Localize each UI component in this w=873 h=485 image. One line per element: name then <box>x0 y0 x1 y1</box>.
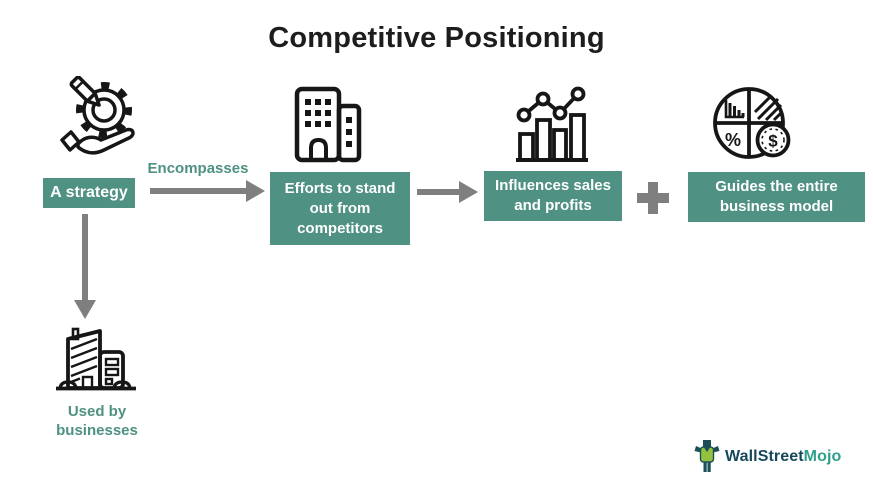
bar-line-chart-icon <box>508 82 596 166</box>
arrow-2-head-icon <box>459 181 478 203</box>
connector-encompasses-label: Encompasses <box>147 160 249 177</box>
office-buildings-icon <box>293 84 363 164</box>
node-a-strategy-label: A strategy <box>50 184 128 201</box>
node-efforts-label: Efforts to stand out from competitors <box>284 179 396 237</box>
hand-gear-pencil-icon <box>52 76 140 168</box>
svg-text:$: $ <box>768 132 778 151</box>
node-guides-label: Guides the entire business model <box>715 178 838 215</box>
arrow-down-head-icon <box>74 300 96 319</box>
arrow-down-shaft <box>82 214 88 300</box>
node-influences-label: Influences sales and profits <box>495 177 611 214</box>
node-guides: Guides the entire business model <box>688 172 865 222</box>
wordmark-part2: Mojo <box>803 447 842 465</box>
node-used-by-label: Used by businesses <box>56 403 138 439</box>
wordmark-part1: WallStreet <box>725 447 804 465</box>
plus-icon <box>637 182 669 214</box>
wallstreetmojo-wordmark: WallStreetMojo <box>725 448 841 466</box>
corporate-building-icon <box>52 322 140 400</box>
plus-bar-vertical <box>648 182 658 214</box>
wallstreetmojo-logo[interactable]: WallStreetMojo <box>694 440 841 473</box>
node-influences: Influences sales and profits <box>484 171 622 221</box>
page-title: Competitive Positioning <box>268 22 605 54</box>
node-efforts: Efforts to stand out from competitors <box>270 172 410 245</box>
pie-chart-finance-icon: % $ <box>711 82 799 166</box>
arrow-encompasses-head-icon <box>246 180 265 202</box>
arrow-encompasses-shaft <box>150 188 246 194</box>
arrow-2-shaft <box>417 189 459 195</box>
node-a-strategy: A strategy <box>43 178 135 208</box>
wallstreetmojo-mascot-icon <box>694 440 720 473</box>
svg-text:%: % <box>725 130 741 150</box>
